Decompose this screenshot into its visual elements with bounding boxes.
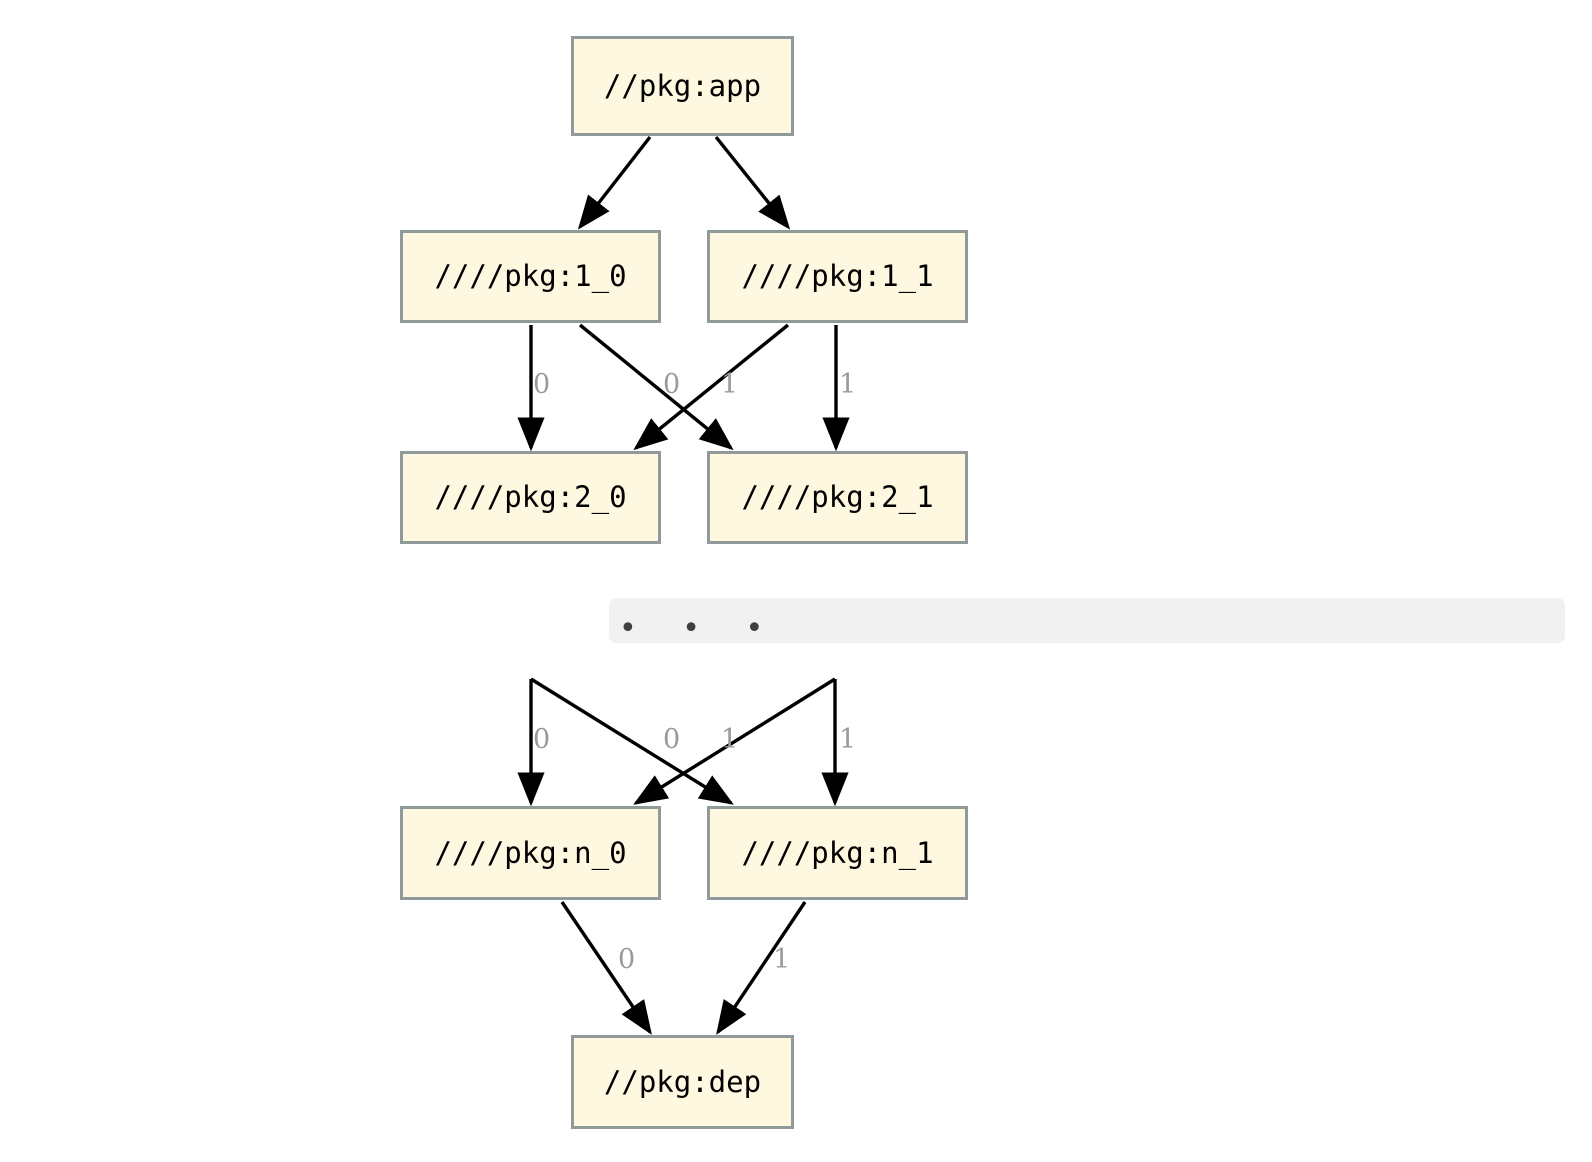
edge-arrow <box>578 323 734 451</box>
edge-lines <box>517 135 850 1035</box>
node-n1_1[interactable]: ////pkg:1_1 <box>707 230 968 323</box>
node-nn_0[interactable]: ////pkg:n_0 <box>400 806 661 900</box>
edge-label: 1 <box>721 724 739 755</box>
ellipsis-band: • • • <box>609 598 1565 643</box>
edge-label: 1 <box>721 369 739 400</box>
edge-arrow <box>560 901 652 1035</box>
edge-label: 0 <box>663 369 681 400</box>
edge-arrow <box>530 677 734 805</box>
node-label: ////pkg:1_0 <box>434 259 627 293</box>
edge-label: 0 <box>533 724 551 755</box>
edge-label: 1 <box>839 724 857 755</box>
node-n2_1[interactable]: ////pkg:2_1 <box>707 451 968 544</box>
node-label: ////pkg:n_0 <box>434 835 627 870</box>
edge-label: 0 <box>618 944 636 975</box>
edge-arrow <box>577 135 652 230</box>
edge-label: 0 <box>663 724 681 755</box>
node-label: //pkg:app <box>603 68 762 103</box>
edge-arrow <box>714 135 791 230</box>
edge-label: 1 <box>839 369 857 400</box>
node-app[interactable]: //pkg:app <box>571 36 794 136</box>
node-label: ////pkg:n_1 <box>741 835 934 870</box>
node-label: //pkg:dep <box>603 1064 762 1099</box>
node-label: ////pkg:1_1 <box>741 259 934 293</box>
node-label: ////pkg:2_0 <box>434 480 627 514</box>
edge-arrow <box>633 677 836 805</box>
node-n1_0[interactable]: ////pkg:1_0 <box>400 230 661 323</box>
edge-label: 0 <box>533 369 551 400</box>
ellipsis-dots: • • • <box>619 610 782 646</box>
edge-label: 1 <box>773 944 791 975</box>
edge-arrow <box>716 901 807 1035</box>
node-dep[interactable]: //pkg:dep <box>571 1035 794 1129</box>
edge-arrow <box>633 323 790 451</box>
node-label: ////pkg:2_1 <box>741 480 934 514</box>
node-n2_0[interactable]: ////pkg:2_0 <box>400 451 661 544</box>
node-nn_1[interactable]: ////pkg:n_1 <box>707 806 968 900</box>
